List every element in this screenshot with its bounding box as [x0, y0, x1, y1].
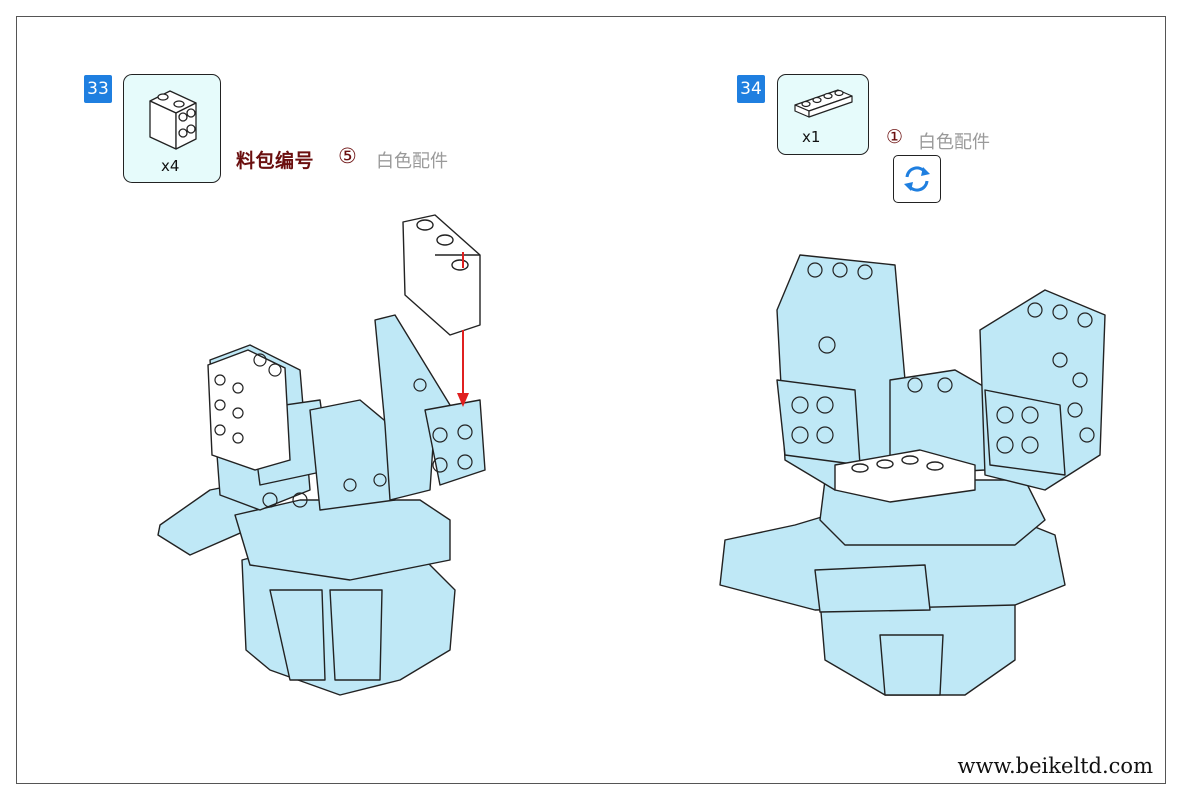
step-33-model-illustration: [157, 214, 486, 696]
bag-label: 料包编号: [236, 150, 315, 172]
part-quantity: x4: [161, 157, 180, 175]
step-number-badge: 34: [737, 75, 765, 103]
rotate-model-callout: [893, 155, 941, 203]
step-number-badge: 33: [84, 75, 112, 103]
rotate-icon: [904, 166, 930, 192]
parts-callout: x4: [123, 74, 221, 183]
color-label: 白色配件: [376, 151, 448, 172]
page-frame: [16, 16, 1166, 784]
part-quantity: x1: [802, 128, 821, 146]
color-number: ①: [886, 126, 904, 148]
parts-callout: x1: [777, 74, 869, 155]
brick-1x2x2-icon: [149, 90, 197, 150]
bag-number: ⑤: [338, 144, 357, 168]
step-34-model-illustration: [719, 254, 1106, 696]
plate-1x4-icon: [794, 89, 853, 118]
color-label: 白色配件: [918, 132, 990, 153]
website-url: www.beikeltd.com: [957, 754, 1153, 778]
